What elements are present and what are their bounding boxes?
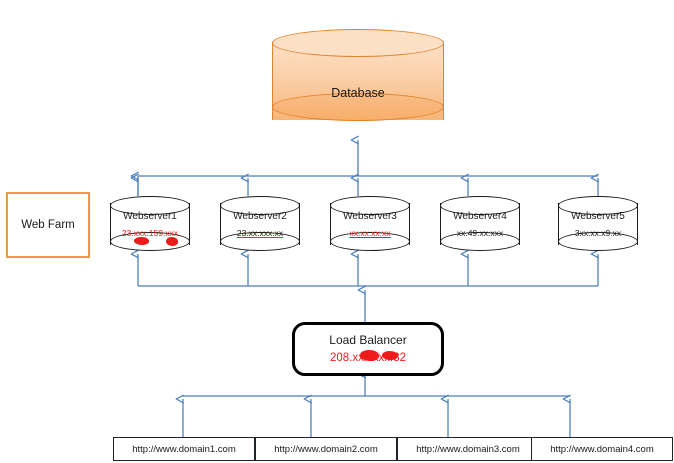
webserver-text: Webserver2 23.xx.xxx.xx [220,211,300,241]
webserver-ip: xx.xx.xx.xx [349,228,391,238]
webserver-5[interactable]: Webserver5 3xx.xx.x9.xx [558,196,638,252]
webserver-top-ellipse [558,196,638,215]
load-balancer-ip-wrap: 208.xxx.xxx.32 [330,348,406,366]
domain-url: http://www.domain2.com [274,443,378,455]
webserver-text: Webserver3 xx.xx.xx.xx [330,211,410,241]
webserver-top-ellipse [220,196,300,215]
webserver-base-ellipse [558,232,638,251]
webserver-ip: 3xx.xx.x9.xx [574,228,622,238]
webserver-base-ellipse [110,232,190,251]
domain-url: http://www.domain4.com [550,443,654,455]
webserver-ip: xx.49.xx.xxx [456,228,504,238]
webserver-text: Webserver5 3xx.xx.x9.xx [558,211,638,241]
webserver-text: Webserver4 xx.49.xx.xxx [440,211,520,241]
domain-box-3[interactable]: http://www.domain3.com [397,437,539,461]
webserver-1[interactable]: Webserver1 23.xxx.159.xxx [110,196,190,252]
domain-url: http://www.domain1.com [132,443,236,455]
database-base-ellipse [272,93,444,121]
web-farm-label: Web Farm [21,219,75,231]
domain-box-2[interactable]: http://www.domain2.com [255,437,397,461]
webserver-name: Webserver1 [123,211,177,222]
domain-box-1[interactable]: http://www.domain1.com [113,437,255,461]
database-label: Database [331,86,385,100]
webserver-text: Webserver1 23.xxx.159.xxx [110,211,190,246]
database-top-ellipse [272,29,444,57]
webserver-top-ellipse [440,196,520,215]
load-balancer-box[interactable]: Load Balancer 208.xxx.xxx.32 [292,322,444,376]
webserver-3[interactable]: Webserver3 xx.xx.xx.xx [330,196,410,252]
web-farm-label-box: Web Farm [6,192,90,258]
webserver-ip: 23.xxx.159.xxx [121,228,179,238]
webserver-4[interactable]: Webserver4 xx.49.xx.xxx [440,196,520,252]
webserver-name: Webserver2 [233,211,287,222]
webserver-ip: 23.xx.xxx.xx [236,228,284,238]
webserver-base-ellipse [220,232,300,251]
webserver-top-ellipse [330,196,410,215]
webserver-base-ellipse [330,232,410,251]
webserver-base-ellipse [440,232,520,251]
domain-box-4[interactable]: http://www.domain4.com [531,437,673,461]
database-cylinder[interactable]: Database [272,29,444,134]
webserver-name: Webserver4 [453,211,507,222]
domain-url: http://www.domain3.com [416,443,520,455]
webserver-name: Webserver5 [571,211,625,222]
webserver-top-ellipse [110,196,190,215]
webserver-name: Webserver3 [343,211,397,222]
webserver-2[interactable]: Webserver2 23.xx.xxx.xx [220,196,300,252]
load-balancer-title: Load Balancer [329,332,407,347]
